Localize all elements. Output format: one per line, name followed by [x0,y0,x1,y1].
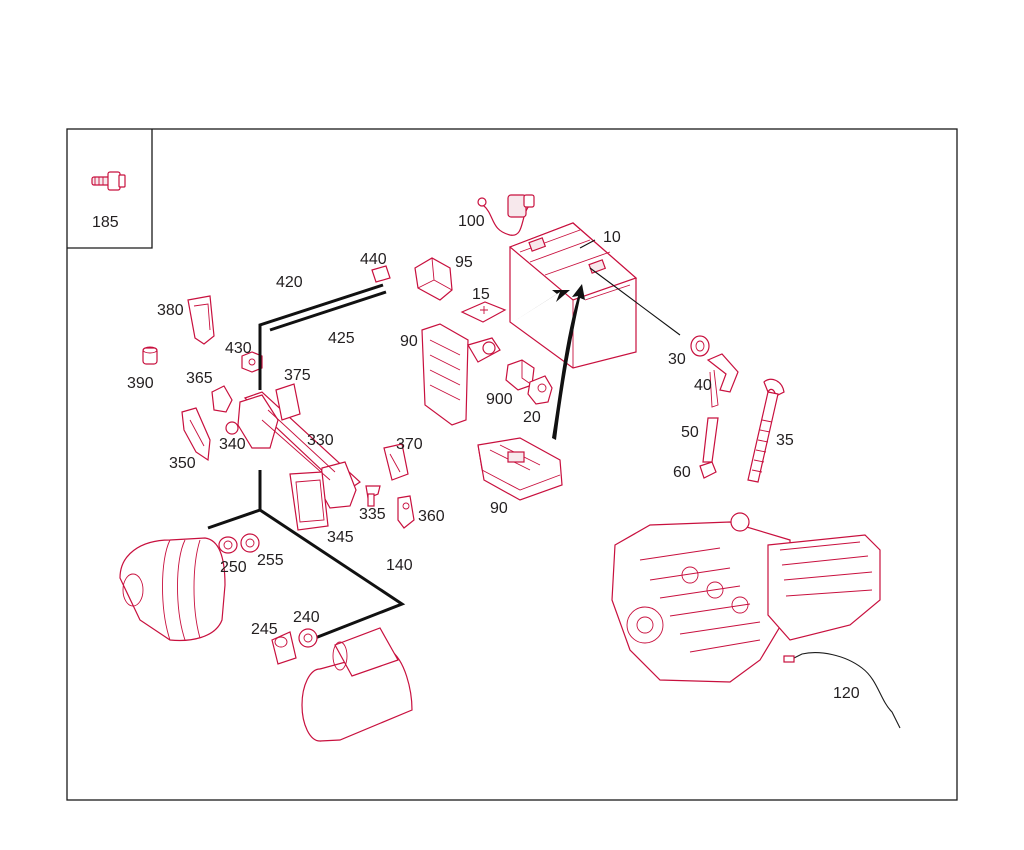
callout-15: 15 [472,286,490,303]
diagram-frame [66,128,958,801]
callout-430: 430 [225,340,252,357]
callout-90a: 90 [400,333,418,350]
bushing-250-icon[interactable] [218,536,238,554]
cap-440-icon[interactable] [371,265,391,283]
bracket-140 [207,470,406,642]
cover-95-icon[interactable] [414,257,453,301]
bushing-240-icon[interactable] [298,628,318,648]
callout-245: 245 [251,621,278,638]
bolt-335-icon[interactable] [365,485,381,507]
bushing-245-icon[interactable] [271,631,297,665]
callout-330: 330 [307,432,334,449]
cap-60-icon[interactable] [699,461,717,479]
callout-360: 360 [418,508,445,525]
callout-50: 50 [681,424,699,441]
nut-430-icon[interactable] [241,351,263,373]
engine-transmission-icon [611,512,881,683]
callout-10: 10 [603,229,621,246]
callout-20: 20 [523,409,541,426]
callout-380: 380 [157,302,184,319]
callout-100: 100 [458,213,485,230]
block-365-icon[interactable] [211,385,233,413]
callout-340: 340 [219,436,246,453]
inset-box [67,129,153,249]
arrow-15 [513,290,570,322]
grommet-390-icon[interactable] [142,346,158,365]
cable-100-icon[interactable] [477,194,535,236]
callout-95: 95 [455,254,473,271]
vent-hose-35-icon[interactable] [747,378,785,483]
bracket-420 [258,283,384,390]
callout-440: 440 [360,251,387,268]
callout-345: 345 [327,529,354,546]
callout-labels: 10 100 95 440 420 15 380 425 90 430 30 3… [127,213,860,702]
fuse-box-90-lower-icon[interactable] [477,437,563,501]
leader-10 [579,239,596,249]
callout-30: 30 [668,351,686,368]
terminal-360-icon[interactable] [397,495,415,529]
callout-140: 140 [386,557,413,574]
arrow-90 [552,284,585,440]
callout-365: 365 [186,370,213,387]
nut-340-icon[interactable] [225,421,239,435]
holder-370-icon[interactable] [383,443,409,481]
fuse-box-90-upper-icon[interactable] [421,323,501,426]
bolt-185-icon[interactable] [91,171,126,191]
callout-375: 375 [284,367,311,384]
battery-10-icon[interactable] [508,222,638,369]
starter-motor-icon [301,627,413,742]
callout-240: 240 [293,609,320,626]
bracket-375-icon[interactable] [275,383,301,421]
elbow-40-icon[interactable] [706,353,739,408]
callout-335: 335 [359,506,386,523]
callout-255: 255 [257,552,284,569]
alternator-icon [119,537,226,642]
bracket-425 [269,290,387,332]
inset-part-label: 185 [92,214,119,231]
callout-390: 390 [127,375,154,392]
callout-250: 250 [220,559,247,576]
callout-40: 40 [694,377,712,394]
bracket-350-icon[interactable] [181,407,211,462]
callout-35: 35 [776,432,794,449]
module-345-icon[interactable] [289,471,329,531]
callout-90b: 90 [490,500,508,517]
callout-370: 370 [396,436,423,453]
callout-60: 60 [673,464,691,481]
bushing-255-icon[interactable] [240,533,260,553]
leader-battery-vent [589,267,681,336]
clip-20-icon[interactable] [527,375,553,405]
cover-380-icon[interactable] [187,295,215,345]
callout-120: 120 [833,685,860,702]
ground-cable-120-icon[interactable] [783,652,901,729]
callout-350: 350 [169,455,196,472]
callout-425: 425 [328,330,355,347]
cap-30-icon[interactable] [690,335,710,357]
hose-50-icon[interactable] [702,417,719,463]
callout-900: 900 [486,391,513,408]
pad-15-icon[interactable] [460,301,507,323]
callout-420: 420 [276,274,303,291]
